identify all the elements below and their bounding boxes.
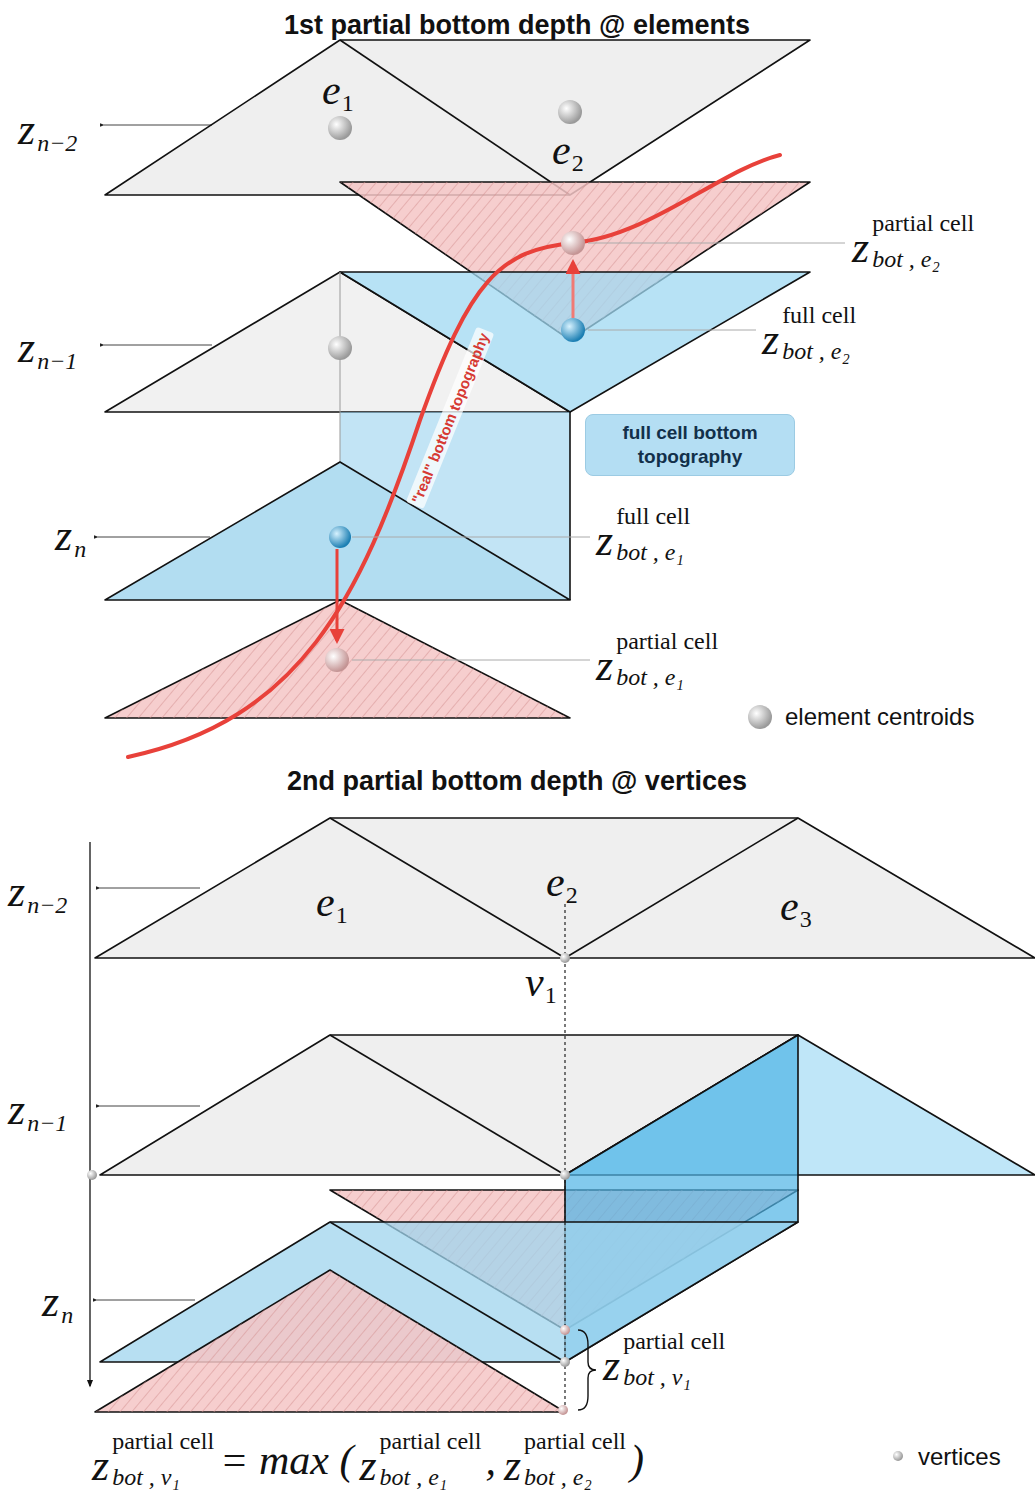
subscript: bot , e₂ <box>872 246 940 273</box>
superscript: partial cell <box>380 1428 482 1455</box>
variable-symbol: z <box>18 322 35 373</box>
variable-symbol: z <box>504 1440 521 1491</box>
subscript: n−2 <box>37 130 77 157</box>
heading: 1st partial bottom depth @ elements <box>284 10 750 41</box>
subscript: bot , e₁ <box>380 1464 448 1491</box>
subscript: bot , e₂ <box>782 338 850 365</box>
subscript: n−1 <box>27 1110 67 1137</box>
subscript: bot , v₁ <box>623 1364 691 1391</box>
variable-symbol: z <box>603 1340 620 1391</box>
superscript: full cell <box>782 302 856 329</box>
equation-part: = max ( <box>220 1436 353 1484</box>
legend-text: vertices <box>918 1443 1001 1471</box>
curve-label: "real" bottom topography <box>406 327 494 509</box>
element-name: e <box>322 66 341 114</box>
subscript: n <box>61 1302 73 1329</box>
index-number: 1 <box>342 90 354 117</box>
superscript: partial cell <box>623 1328 725 1355</box>
subscript: bot , e₂ <box>524 1464 592 1491</box>
callout-box: full cell bottom topography <box>585 414 795 476</box>
equation-part: ) <box>630 1436 644 1484</box>
index-number: 1 <box>336 902 348 929</box>
element-name: e <box>316 878 335 926</box>
variable-symbol: z <box>762 314 779 365</box>
legend-text: element centroids <box>785 703 974 731</box>
box-text: full cell bottom topography <box>596 421 784 469</box>
index-number: 2 <box>566 882 578 909</box>
variable-symbol: z <box>18 104 35 155</box>
element-name: e <box>546 858 565 906</box>
superscript: partial cell <box>112 1428 214 1455</box>
variable-symbol: z <box>92 1440 109 1491</box>
variable-symbol: z <box>852 222 869 273</box>
subscript: bot , e₁ <box>616 664 684 691</box>
variable-symbol: z <box>596 640 613 691</box>
element-name: v <box>525 958 544 1006</box>
variable-symbol: z <box>359 1440 376 1491</box>
subscript: bot , e₁ <box>616 539 684 566</box>
superscript: full cell <box>616 503 690 530</box>
variable-symbol: z <box>8 1084 25 1135</box>
subscript: bot , v₁ <box>112 1464 180 1491</box>
element-name: e <box>780 882 799 930</box>
variable-symbol: z <box>42 1276 59 1327</box>
superscript: partial cell <box>872 210 974 237</box>
element-name: e <box>552 126 571 174</box>
index-number: 2 <box>572 150 584 177</box>
index-number: 3 <box>800 906 812 933</box>
subscript: n−1 <box>37 348 77 375</box>
variable-symbol: z <box>55 510 72 561</box>
index-number: 1 <box>545 982 557 1009</box>
superscript: partial cell <box>524 1428 626 1455</box>
variable-symbol: z <box>596 515 613 566</box>
heading: 2nd partial bottom depth @ vertices <box>287 766 747 797</box>
equation-part: , <box>485 1436 496 1484</box>
variable-symbol: z <box>8 866 25 917</box>
subscript: n−2 <box>27 892 67 919</box>
superscript: partial cell <box>616 628 718 655</box>
subscript: n <box>74 536 86 563</box>
